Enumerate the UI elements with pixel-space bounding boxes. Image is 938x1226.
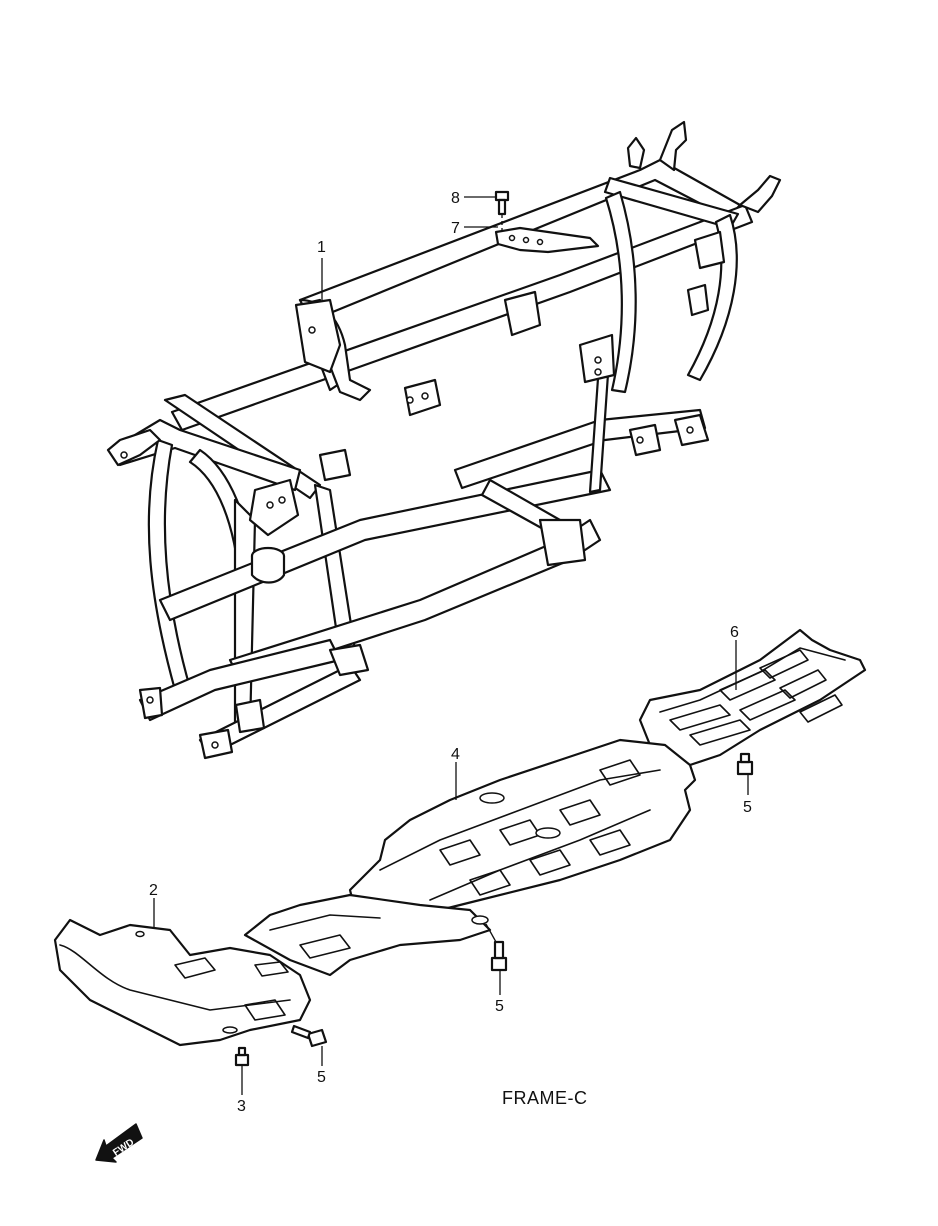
- bolt-part-3[interactable]: [234, 1046, 250, 1067]
- skid-plate-part-2[interactable]: [53, 918, 312, 1047]
- callout-5-front: 5: [317, 1069, 326, 1086]
- bolt-part-5-front[interactable]: [290, 1024, 328, 1048]
- bracket-part-7[interactable]: [494, 226, 600, 254]
- forward-arrow-icon: FWD: [95, 1123, 143, 1163]
- skid-plate-part-6[interactable]: [638, 628, 867, 767]
- callout-4: 4: [451, 746, 460, 763]
- frame-assembly[interactable]: [106, 120, 782, 760]
- callout-6: 6: [730, 624, 739, 641]
- bolt-part-8[interactable]: [494, 190, 510, 216]
- skid-plate-part-4[interactable]: [348, 738, 697, 922]
- diagram-caption: FRAME-C: [502, 1088, 588, 1108]
- bolt-part-5-middle[interactable]: [490, 940, 508, 972]
- callout-3: 3: [237, 1098, 246, 1115]
- callout-7: 7: [451, 220, 460, 237]
- callout-5-rear: 5: [743, 799, 752, 816]
- bolt-part-5-rear[interactable]: [736, 752, 754, 776]
- callout-2: 2: [149, 882, 158, 899]
- callout-8: 8: [451, 190, 460, 207]
- callout-1: 1: [317, 239, 326, 256]
- callout-5-middle: 5: [495, 998, 504, 1015]
